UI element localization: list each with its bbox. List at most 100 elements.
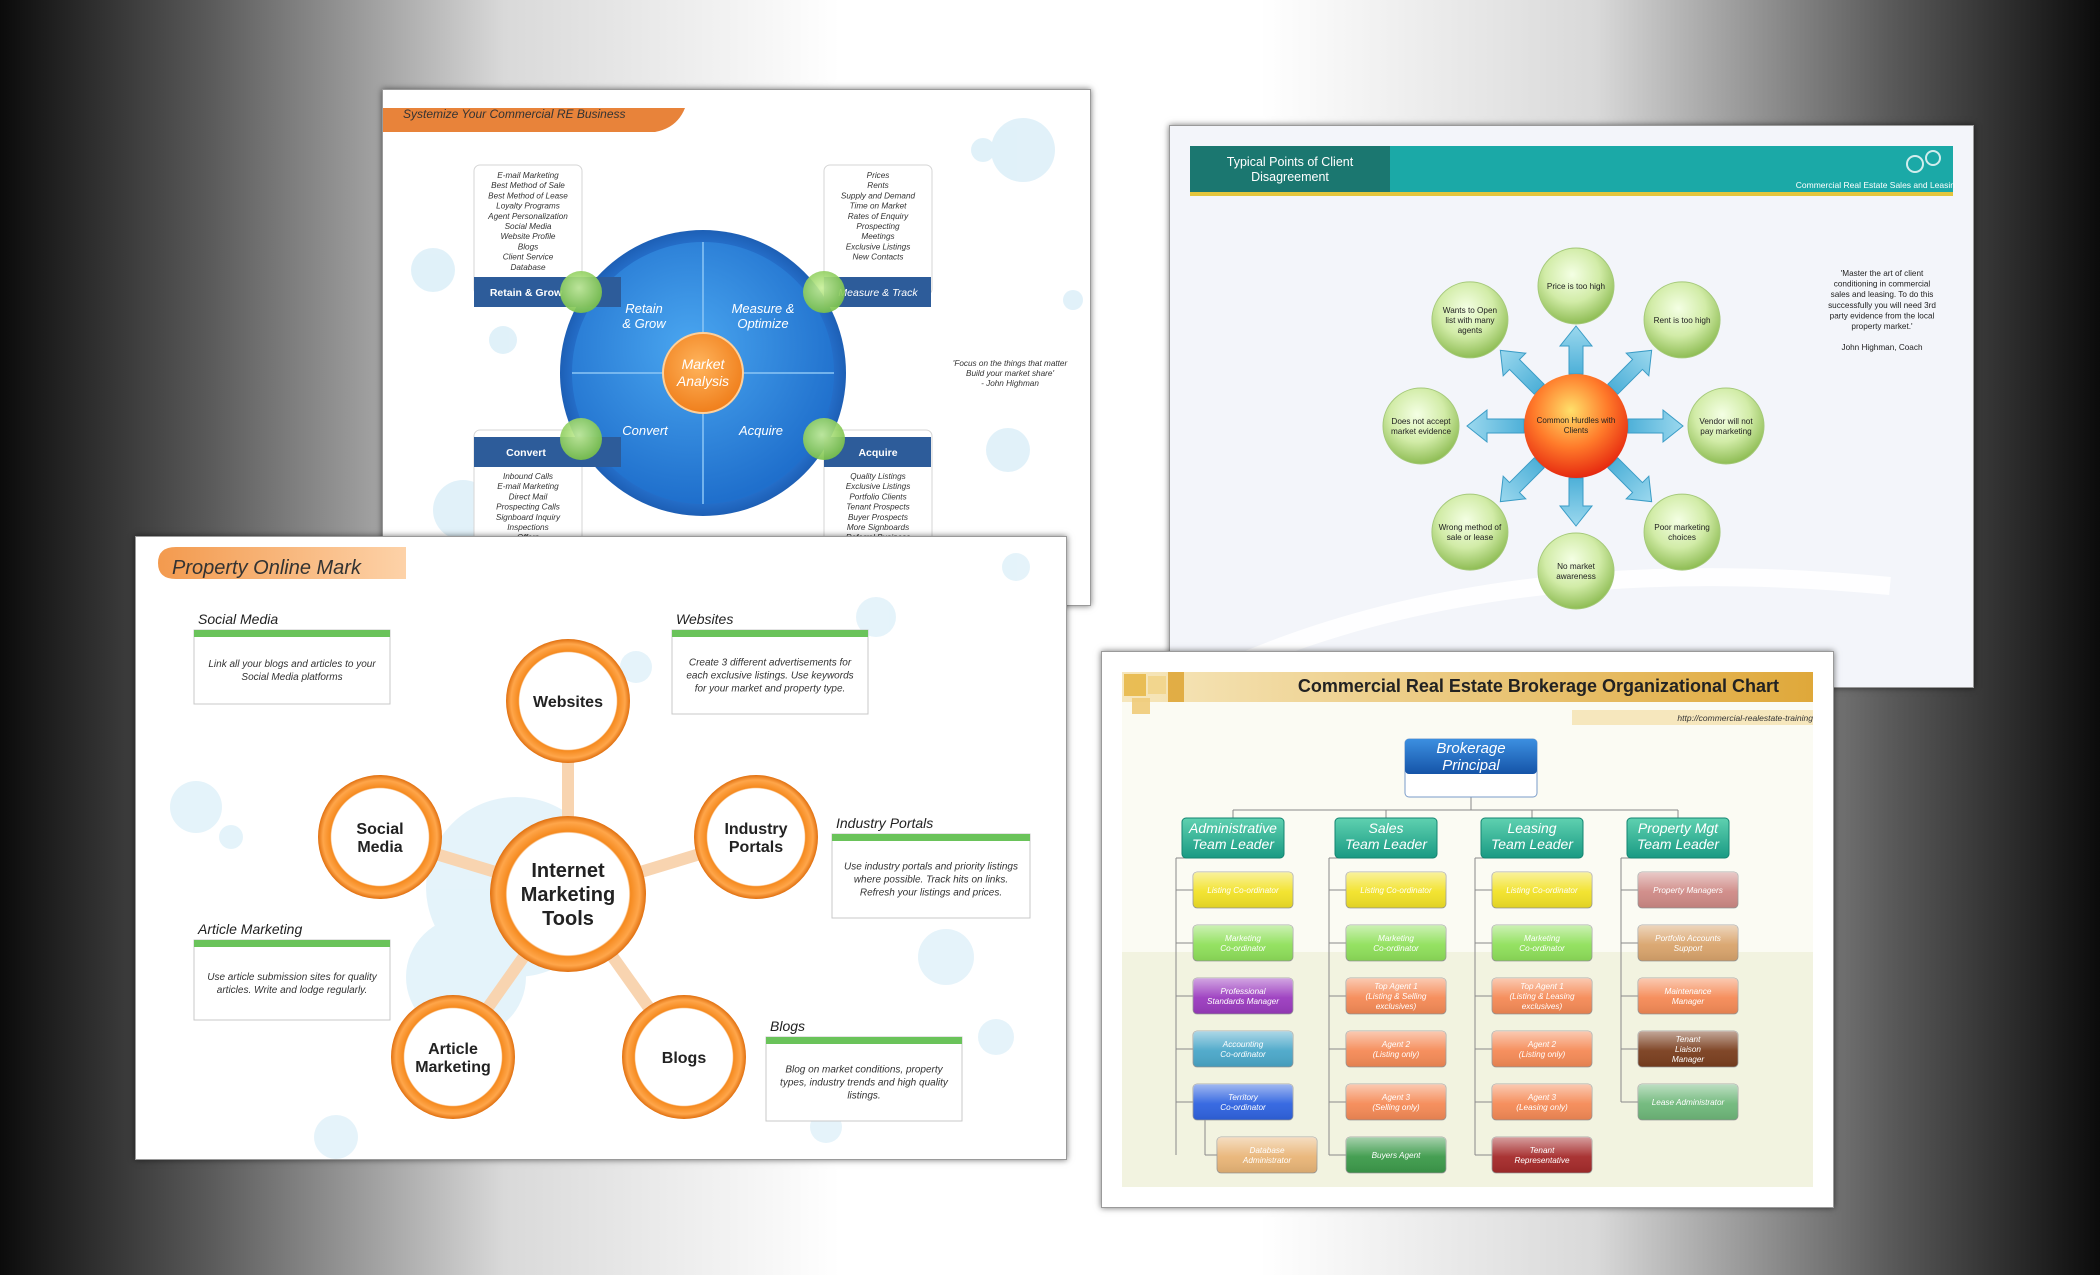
list-item-retain: Website Profile (501, 232, 556, 241)
list-item-measure: Time on Market (850, 202, 908, 211)
center-line-2: Analysis (676, 373, 729, 389)
org-box-gloss (1638, 978, 1738, 1014)
list-item-acquire: Exclusive Listings (846, 482, 911, 491)
quote-line: successfully you will need 3rd (1828, 301, 1936, 310)
list-item-measure: Prospecting (856, 222, 900, 231)
org-box-text: Representative (1514, 1156, 1570, 1165)
org-box-text: Support (1674, 944, 1703, 953)
bubble-text-s: awareness (1556, 572, 1596, 581)
org-box-text: Listing Co-ordinator (1360, 886, 1432, 895)
org-box-gloss (1346, 978, 1446, 1014)
node-portals-1: Industry (724, 821, 787, 838)
org-box-text: Top Agent 1 (1374, 982, 1418, 991)
note-bar-portals (832, 834, 1030, 841)
leader-box (1181, 817, 1285, 859)
node-blogs: Blogs (662, 1050, 707, 1067)
list-item-convert: Inspections (507, 523, 548, 532)
arrow-e (1627, 408, 1684, 444)
bubble-text-sw: sale or lease (1447, 533, 1494, 542)
note-bar-social (194, 630, 390, 637)
list-item-convert: Inbound Calls (503, 472, 553, 481)
quote-line-1: 'Focus on the things that matter (953, 359, 1068, 368)
slide-title: Systemize Your Commercial RE Business (403, 107, 626, 121)
arrow-n (1558, 325, 1594, 375)
bubble-text-nw: Wants to Open (1443, 306, 1498, 315)
org-box-text: Agent 3 (1381, 1093, 1411, 1102)
bubble-sw (1431, 493, 1509, 571)
center-line-1: Market (682, 356, 726, 372)
org-box-text: (Listing only) (1373, 1050, 1420, 1059)
center-hub (1524, 374, 1628, 478)
list-item-measure: Rents (867, 181, 888, 190)
node-center-ring (490, 816, 646, 972)
note-text-portals: where possible. Track hits on links. (854, 875, 1008, 886)
org-box-gloss (1346, 1084, 1446, 1120)
org-box-text: Liaison (1675, 1045, 1701, 1054)
slide-title-1: Typical Points of Client (1227, 155, 1354, 169)
slide-business-cycle: Systemize Your Commercial RE Business E-… (382, 89, 1091, 606)
leader-text: Team Leader (1491, 836, 1574, 852)
node-portals-ring (694, 775, 818, 899)
org-box-gloss (1638, 872, 1738, 908)
list-item-acquire: Buyer Prospects (848, 513, 908, 522)
org-box-gloss (1346, 925, 1446, 961)
org-box-text: Portfolio Accounts (1655, 934, 1721, 943)
note-bar-websites (672, 630, 868, 637)
bubble-text-s: No market (1557, 562, 1595, 571)
node-websites-ring (506, 639, 630, 763)
arrow-s (1558, 477, 1594, 527)
quadrant-acquire: Acquire (738, 423, 783, 438)
header-measure: Measure & Track (838, 287, 918, 299)
org-box-text: Tenant (1530, 1146, 1555, 1155)
list-item-convert: Direct Mail (509, 492, 548, 501)
quadrant-retain-1: Retain (625, 301, 663, 316)
list-item-retain: Client Service (503, 253, 554, 262)
list-item-convert: Prospecting Calls (496, 503, 560, 512)
quadrant-measure-1: Measure & (732, 301, 795, 316)
note-card-article (193, 939, 391, 1021)
bubble-s (1537, 532, 1615, 610)
bubble-text-se: choices (1668, 533, 1696, 542)
bubble-text-w: market evidence (1391, 427, 1452, 436)
bubble-se (1643, 493, 1721, 571)
org-box-text: (Listing & Leasing (1509, 992, 1575, 1001)
top-box: Brokerage Principal (1404, 738, 1538, 798)
quote-line: property market.' (1851, 322, 1913, 331)
slide-title-2: Disagreement (1251, 170, 1329, 184)
org-box-text: (Listing & Selling (1366, 992, 1427, 1001)
note-text-portals: Refresh your listings and prices. (860, 888, 1002, 899)
note-title-websites: Websites (676, 611, 733, 627)
org-box-text: Marketing (1378, 934, 1414, 943)
quote-line: sales and leasing. To do this (1831, 290, 1934, 299)
slide-title: Property Online Mark (172, 557, 362, 579)
slide-client-disagreement: Typical Points of Client Disagreement Co… (1169, 125, 1974, 688)
list-item-measure: Rates of Enquiry (848, 212, 909, 221)
list-item-measure: Meetings (861, 232, 894, 241)
note-text-article: articles. Write and lodge regularly. (217, 985, 367, 996)
list-item-convert: Signboard Inquiry (496, 513, 561, 522)
list-item-convert: E-mail Marketing (497, 482, 559, 491)
bubble-text-sw: Wrong method of (1439, 523, 1502, 532)
quadrant-convert: Convert (622, 423, 669, 438)
note-title-article: Article Marketing (197, 921, 302, 937)
org-box-text: Agent 2 (1527, 1040, 1557, 1049)
org-box-text: Lease Administrator (1652, 1098, 1725, 1107)
list-item-measure: New Contacts (853, 253, 904, 262)
leader-text: Administrative (1188, 820, 1277, 836)
note-title-social: Social Media (198, 611, 278, 627)
quote-line-3: - John Highman (981, 379, 1039, 388)
org-box-gloss (1638, 1084, 1738, 1120)
org-box-text: (Leasing only) (1516, 1103, 1568, 1112)
list-item-acquire: Quality Listings (850, 472, 906, 481)
note-text-websites: for your market and property type. (695, 684, 846, 695)
header-convert: Convert (506, 447, 546, 459)
org-box-text: Listing Co-ordinator (1506, 886, 1578, 895)
center-line-1: Internet (531, 860, 605, 882)
arrow-w (1466, 408, 1525, 444)
org-box-text: Agent 3 (1527, 1093, 1557, 1102)
org-box-text: Standards Manager (1207, 997, 1279, 1006)
gear-icon (1906, 150, 1941, 173)
note-text-social: Link all your blogs and articles to your (208, 659, 376, 670)
note-text-social: Social Media platforms (241, 672, 342, 683)
org-box-gloss (1193, 1031, 1293, 1067)
